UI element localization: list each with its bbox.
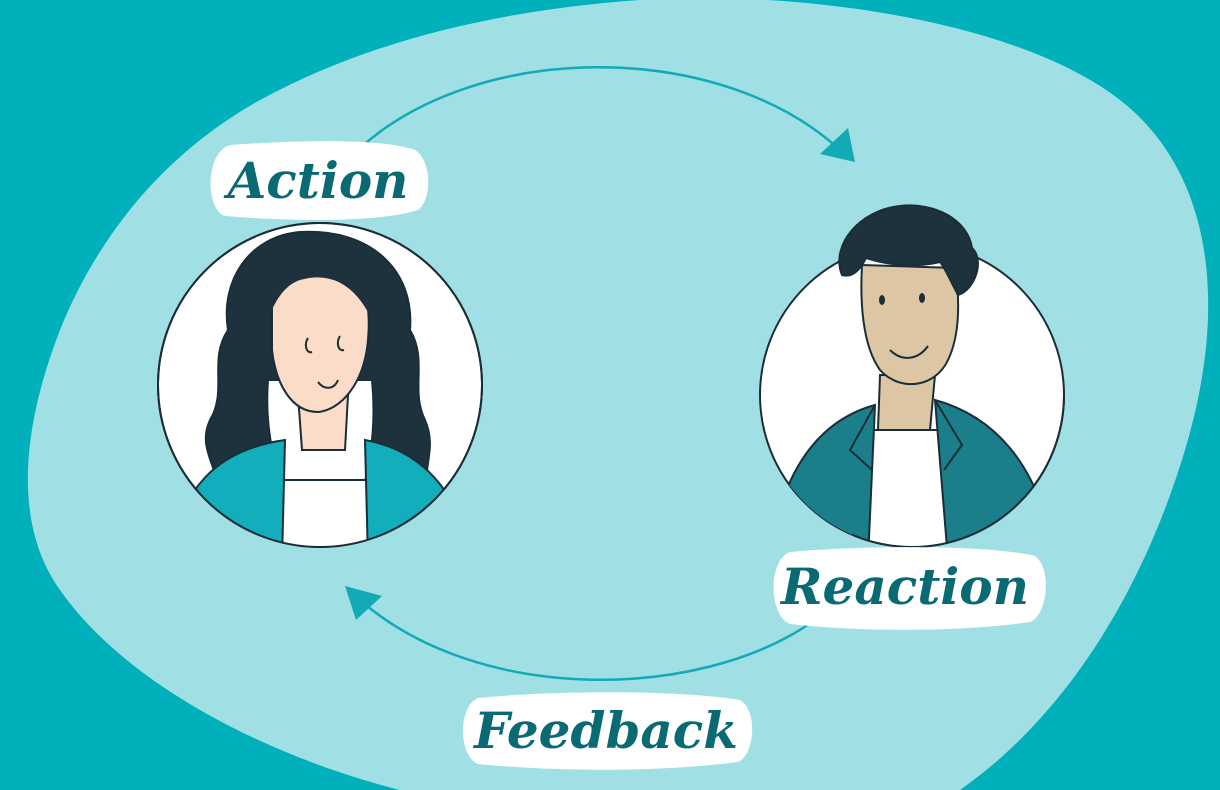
feedback-label: Feedback bbox=[463, 692, 753, 770]
reaction-label: Reaction bbox=[773, 547, 1046, 630]
reaction-label-text: Reaction bbox=[779, 557, 1029, 616]
bottom-arrow-curve bbox=[359, 599, 813, 682]
action-label: Action bbox=[210, 141, 429, 220]
top-arrow-curve bbox=[359, 66, 841, 151]
woman-avatar-icon bbox=[157, 222, 483, 548]
top-arrow-head bbox=[820, 128, 855, 162]
action-label-text: Action bbox=[223, 151, 408, 210]
bottom-arrow-head bbox=[345, 586, 382, 620]
feedback-label-bubble bbox=[463, 692, 753, 770]
reaction-label-bubble bbox=[773, 547, 1046, 630]
arrow-left-icon bbox=[345, 586, 813, 682]
feedback-label-text: Feedback bbox=[472, 701, 738, 760]
action-label-bubble bbox=[210, 141, 429, 220]
arrow-right-icon bbox=[359, 66, 855, 162]
